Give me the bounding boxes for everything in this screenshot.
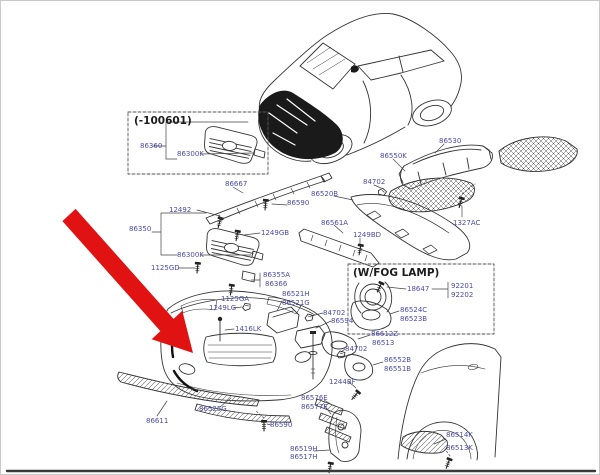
- part-label-1249BD: 1249BD: [353, 231, 382, 239]
- screw-icon: [374, 280, 386, 294]
- screw-icon: [442, 456, 454, 470]
- part-label-86612Z: 86612Z: [371, 330, 399, 338]
- part-label-1244BF: 1244BF: [329, 378, 356, 386]
- part-label-86350: 86350: [129, 225, 152, 233]
- screw-icon: [214, 215, 225, 229]
- part-label-1327AC: 1327AC: [453, 219, 481, 227]
- part-label-86519H: 86519H: [290, 445, 318, 453]
- clip-icon: [241, 302, 252, 312]
- bottom-bracket-art: [313, 409, 362, 474]
- part-label-86355A: 86355A: [263, 271, 291, 279]
- part-label-86552B: 86552B: [384, 356, 412, 364]
- part-label-84702-1: 84702: [363, 178, 386, 186]
- part-label-1125GD: 1125GD: [151, 264, 180, 272]
- clip-icon: [304, 313, 314, 322]
- early-production-box-art: [127, 111, 269, 175]
- part-label-86521G: 86521G: [282, 299, 310, 307]
- part-label-86594: 86594: [331, 317, 354, 325]
- part-label-86590-upper: 86590: [287, 199, 310, 207]
- bracket-cluster-art: [217, 270, 332, 380]
- part-label-86366: 86366: [265, 280, 288, 288]
- part-label-86360: 86360: [140, 142, 163, 150]
- car-illustration: [258, 12, 462, 165]
- screw-icon: [260, 419, 268, 432]
- red-arrow: [62, 208, 194, 353]
- lower-bar-art: [298, 224, 380, 268]
- screw-icon: [193, 261, 202, 274]
- part-label-86513: 86513: [372, 339, 395, 347]
- part-label-86300K-2: 86300K: [177, 251, 204, 259]
- part-label-1249GB: 1249GB: [261, 229, 290, 237]
- part-label-86517H: 86517H: [290, 453, 318, 461]
- part-label-86577E: 86577E: [301, 403, 328, 411]
- part-label-86525G: 86525G: [199, 405, 227, 413]
- side-strips-art: [314, 398, 352, 443]
- bumper-rail-art: [373, 136, 578, 218]
- part-label-86523B: 86523B: [400, 315, 428, 323]
- grille-art: [151, 209, 264, 296]
- early-production-box-title: (-100601): [134, 115, 192, 127]
- screw-icon: [226, 283, 236, 296]
- part-label-86550K: 86550K: [380, 152, 407, 160]
- part-label-86524C: 86524C: [400, 306, 428, 314]
- part-label-18647: 18647: [407, 285, 430, 293]
- upper-cover-strip-art: [205, 172, 333, 225]
- part-label-84702-2: 84702: [323, 309, 346, 317]
- screw-icon: [349, 388, 362, 402]
- screw-icon: [232, 228, 242, 242]
- part-label-1249LG: 1249LG: [209, 304, 237, 312]
- lower-strips-art: [117, 371, 292, 432]
- fog-cover-art: [321, 331, 384, 402]
- part-label-86551B: 86551B: [384, 365, 412, 373]
- part-label-86520B: 86520B: [311, 190, 339, 198]
- part-label-92202: 92202: [451, 291, 474, 299]
- part-label-92201: 92201: [451, 282, 474, 290]
- part-label-86576E: 86576E: [301, 394, 328, 402]
- part-label-86521H: 86521H: [282, 290, 310, 298]
- part-label-86611: 86611: [146, 417, 169, 425]
- part-label-12492: 12492: [169, 206, 192, 214]
- fender-art: [397, 343, 502, 470]
- energy-absorber-art: [333, 194, 471, 261]
- part-label-86513K: 86513K: [446, 444, 473, 452]
- part-label-1125GA: 1125GA: [221, 295, 250, 303]
- part-label-84702-3: 84702: [345, 345, 368, 353]
- fog-lamp-box-title: (W/FOG LAMP): [353, 267, 440, 279]
- part-label-86561A: 86561A: [321, 219, 349, 227]
- part-label-86514K: 86514K: [446, 431, 473, 439]
- screw-icon: [261, 198, 270, 211]
- part-label-86300K-1: 86300K: [177, 150, 204, 158]
- part-label-86667: 86667: [225, 180, 248, 188]
- fog-lamp-box-art: [347, 263, 495, 335]
- part-label-1416LK: 1416LK: [235, 325, 262, 333]
- part-label-86530: 86530: [439, 137, 462, 145]
- part-label-86590-lower: 86590: [270, 421, 293, 429]
